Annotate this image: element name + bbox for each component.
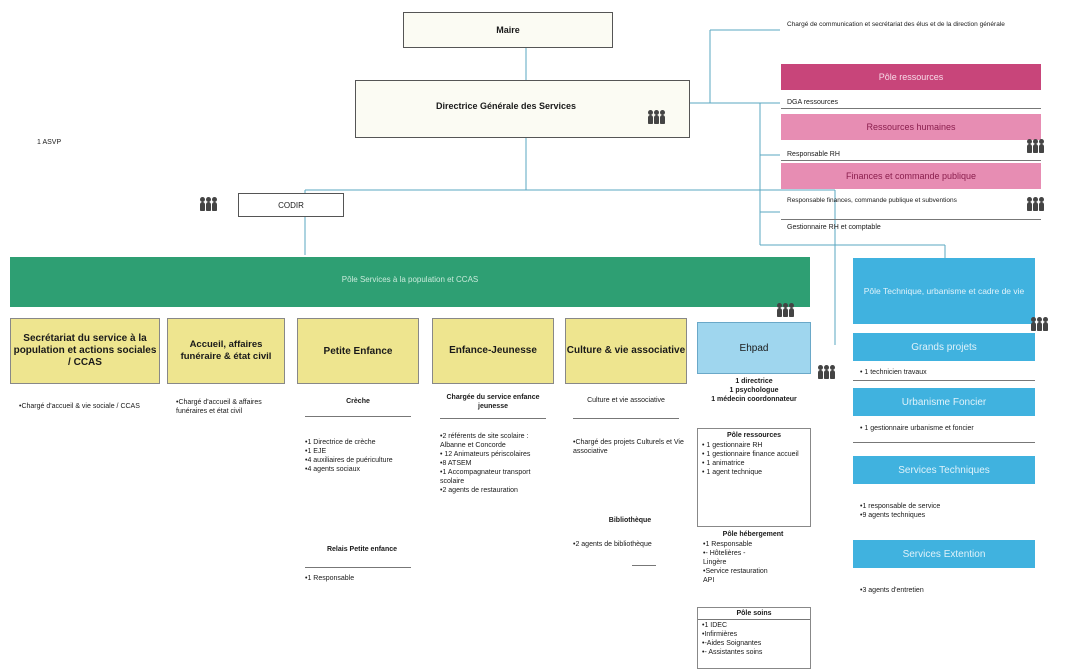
creche-label: Crèche <box>346 398 370 405</box>
culture-text: •Chargé des projets Culturels et Vie ass… <box>573 439 684 455</box>
col-accueil-text: •Chargé d'accueil & affaires funéraires … <box>176 399 262 415</box>
col-culture-header: Culture & vie associative <box>565 318 687 384</box>
finances-team-icon <box>1027 197 1044 211</box>
enfance-text: •2 référents de site scolaire : Albanne … <box>440 433 531 494</box>
ehpad-soins-title: Pôle soins <box>736 610 772 617</box>
creche-text: •1 Directrice de crèche •1 EJE •4 auxili… <box>305 439 393 473</box>
relais-underline <box>305 567 411 568</box>
rh-underline <box>781 160 1041 161</box>
relais-text: •1 Responsable <box>305 575 355 582</box>
pole-technique-header: Pôle Technique, urbanisme et cadre de vi… <box>853 258 1035 324</box>
ehpad-hebergement-text: •1 Responsable •- Hôtelières - Lingère •… <box>703 541 768 584</box>
ehpad-ressources-title: Pôle ressources <box>726 432 782 439</box>
charge-communication-text: Chargé de communication et secrétariat d… <box>787 21 1005 28</box>
col-secretariat-header: Secrétariat du service à la population e… <box>10 318 160 384</box>
services-techniques-text: •1 responsable de service •9 agents tech… <box>860 503 941 519</box>
grands-projets-text: • 1 technicien travaux <box>860 369 927 376</box>
pole-ressources-header: Pôle ressources <box>781 64 1041 90</box>
bibliotheque-label: Bibliothèque <box>608 517 652 524</box>
pole-services-population-header: Pôle Services à la population et CCAS <box>10 257 810 307</box>
asvp-text: 1 ASVP <box>37 139 62 146</box>
ehpad-soins-text: •1 IDEC •Infirmières •-Aides Soignantes … <box>702 622 763 656</box>
codir-box: CODIR <box>238 193 344 217</box>
services-extention-header: Services Extention <box>853 540 1035 568</box>
ehpad-side-team-icon <box>818 365 835 379</box>
finances-underline <box>781 219 1041 220</box>
culture-underline <box>573 418 679 419</box>
team-icon <box>648 110 665 124</box>
pole-services-population-title: Pôle Services à la population et CCAS <box>341 275 479 284</box>
rh-team-icon <box>1027 139 1044 153</box>
ehpad-hebergement-title: Pôle hébergement <box>722 531 784 538</box>
responsable-finances-text: Responsable finances, commande publique … <box>787 197 957 204</box>
urbanisme-header: Urbanisme Foncier <box>853 388 1035 416</box>
col-accueil-header: Accueil, affaires funéraire & état civil <box>167 318 285 384</box>
ehpad-team-icon <box>777 303 794 317</box>
enfance-underline <box>440 418 546 419</box>
technique-team-icon <box>1031 317 1048 331</box>
culture-label: Culture et vie associative <box>587 397 665 404</box>
col-enfance-jeunesse-header: Enfance-Jeunesse <box>432 318 554 384</box>
ehpad-soins-box: Pôle soins •1 IDEC •Infirmières •-Aides … <box>697 607 811 669</box>
enfance-service-label: Chargée du service enfance jeunesse <box>446 394 540 410</box>
dga-ressources-text: DGA ressources <box>787 99 838 106</box>
maire-box: Maire <box>403 12 613 48</box>
dga-underline <box>781 108 1041 109</box>
ehpad-hebergement-box: Pôle hébergement •1 Responsable •- Hôtel… <box>697 530 811 602</box>
creche-underline <box>305 416 411 417</box>
ehpad-ressources-text: • 1 gestionnaire RH • 1 gestionnaire fin… <box>702 442 799 476</box>
relais-label: Relais Petite enfance <box>326 546 398 553</box>
col-petite-enfance-header: Petite Enfance <box>297 318 419 384</box>
urb-underline <box>853 442 1035 443</box>
bibliotheque-text: •2 agents de bibliothèque <box>573 541 652 548</box>
soins-underline <box>698 619 810 620</box>
grands-projets-header: Grands projets <box>853 333 1035 361</box>
services-extention-text: •3 agents d'entretien <box>860 587 924 594</box>
codir-team-icon <box>200 197 217 211</box>
ehpad-direction-text: 1 directrice 1 psychologue 1 médecin coo… <box>711 378 797 403</box>
ehpad-ressources-box: Pôle ressources • 1 gestionnaire RH • 1 … <box>697 428 811 527</box>
urbanisme-text: • 1 gestionnaire urbanisme et foncier <box>860 425 974 432</box>
dgs-box: Directrice Générale des Services <box>355 80 690 138</box>
responsable-rh-text: Responsable RH <box>787 151 840 158</box>
dgs-label: Directrice Générale des Services <box>435 101 577 111</box>
bibliotheque-underline <box>632 565 656 566</box>
col-ehpad-header: Ehpad <box>697 322 811 374</box>
gp-underline <box>853 380 1035 381</box>
col-secretariat-text: •Chargé d'accueil & vie sociale / CCAS <box>19 403 140 410</box>
ressources-humaines-header: Ressources humaines <box>781 114 1041 140</box>
gestionnaire-text: Gestionnaire RH et comptable <box>787 224 881 231</box>
services-techniques-header: Services Techniques <box>853 456 1035 484</box>
finances-header: Finances et commande publique <box>781 163 1041 189</box>
